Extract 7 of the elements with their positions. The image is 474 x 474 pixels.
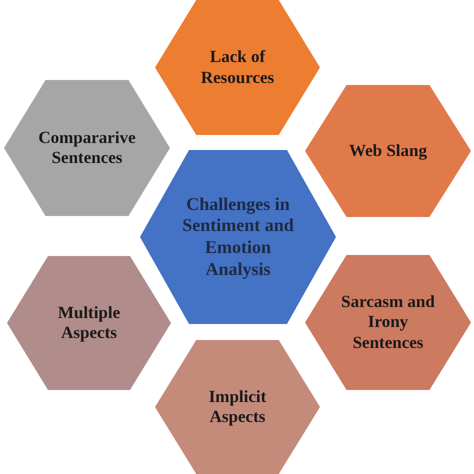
hexagon-label: Challenges in Sentiment and Emotion Analysis <box>181 194 295 280</box>
hexagon-label: Compararive Sentences <box>37 128 137 168</box>
hexagon-label: Sarcasm and Irony Sentences <box>340 292 436 354</box>
hexagon-label: Web Slang <box>349 140 427 162</box>
hexagon-label: Multiple Aspects <box>56 302 122 344</box>
hexagon-label: Implicit Aspects <box>208 386 268 428</box>
hexagon-label: Lack of Resources <box>200 47 276 88</box>
